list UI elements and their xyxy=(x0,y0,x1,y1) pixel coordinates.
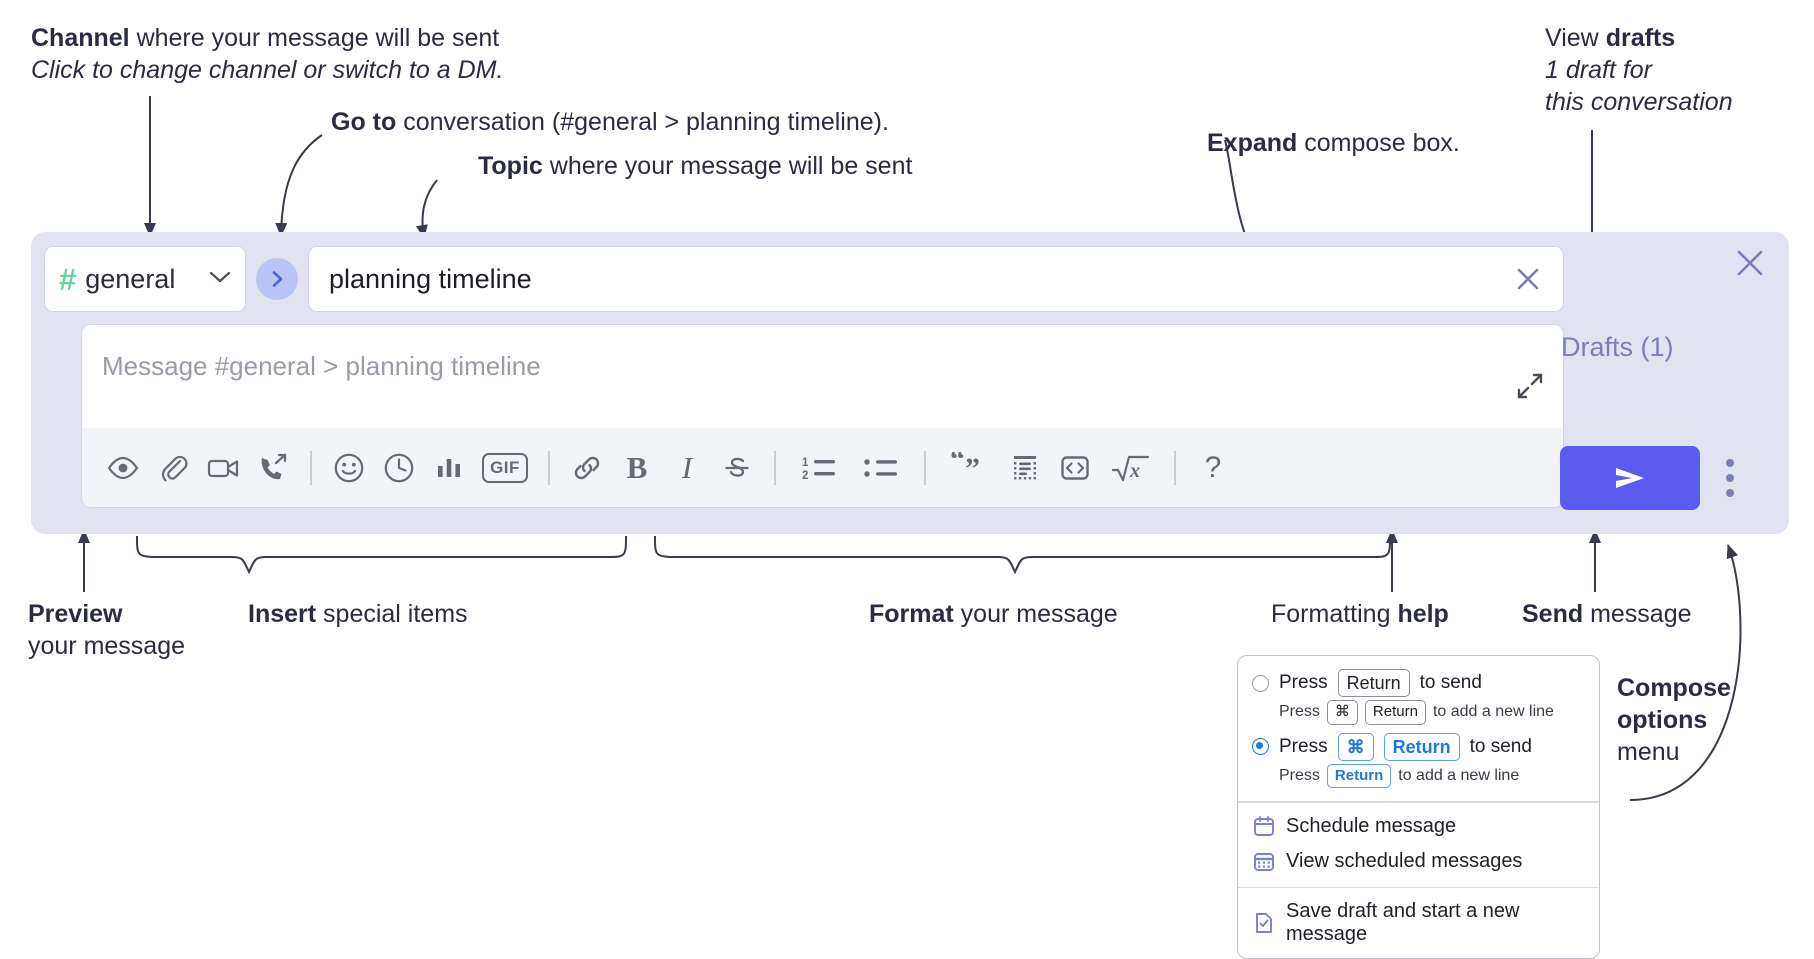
drafts-link[interactable]: Drafts (1) xyxy=(1561,332,1674,362)
separator-4 xyxy=(924,450,926,485)
channel-name-label: general xyxy=(85,263,176,294)
calendar-icon xyxy=(1253,815,1275,837)
clock-icon[interactable] xyxy=(374,443,424,493)
keycap-return: Return xyxy=(1364,700,1426,725)
compose-panel: # general planning timeline Message #gen… xyxy=(31,232,1789,534)
radio-option-0-hint: Press ⌘ Return to add a new line xyxy=(1238,699,1599,729)
chevron-down-icon xyxy=(209,270,231,289)
annotation-formatting-help: Formatting help xyxy=(1271,600,1449,628)
kebab-menu-icon xyxy=(1726,459,1734,467)
calendar-grid-icon xyxy=(1253,850,1275,872)
menu-divider-2 xyxy=(1238,886,1599,889)
bold-button[interactable]: B xyxy=(612,443,662,493)
compose-options-menu: Press Return to send Press ⌘ Return to a… xyxy=(1237,655,1600,959)
radio-button[interactable] xyxy=(1252,674,1269,692)
message-compose-card: Message #general > planning timeline xyxy=(81,324,1564,508)
svg-text:1: 1 xyxy=(802,457,809,469)
channel-selector[interactable]: # general xyxy=(44,246,246,312)
expand-diagonal-icon[interactable] xyxy=(1515,371,1545,406)
send-paper-plane-icon xyxy=(1616,468,1644,488)
annotation-expand: Expand compose box. xyxy=(1207,129,1460,157)
radio-button-selected[interactable] xyxy=(1252,738,1269,756)
hash-icon: # xyxy=(59,261,77,297)
formatting-toolbar: GIF B I 1 2 xyxy=(82,428,1563,507)
goto-conversation-button[interactable] xyxy=(256,258,298,300)
annotation-drafts: View drafts 1 draft for this conversatio… xyxy=(1545,24,1733,116)
separator-1 xyxy=(310,450,312,485)
italic-icon: I xyxy=(681,449,693,485)
bold-icon: B xyxy=(626,449,648,485)
svg-text:”: ” xyxy=(965,452,980,484)
keycap-command: ⌘ xyxy=(1337,732,1374,761)
formatting-help-button[interactable]: ? xyxy=(1188,443,1238,493)
code-block-icon[interactable] xyxy=(1000,443,1050,493)
smiley-icon[interactable] xyxy=(324,443,374,493)
menu-item-label: Schedule message xyxy=(1286,814,1457,837)
keycap-return: Return xyxy=(1383,732,1460,761)
annotation-goto: Go to conversation (#general > planning … xyxy=(331,108,889,136)
numbered-list-icon[interactable]: 1 2 xyxy=(788,443,850,493)
topic-input[interactable]: planning timeline xyxy=(308,246,1564,312)
annotation-format: Format your message xyxy=(869,600,1118,628)
radio-option-return-to-send[interactable]: Press Return to send xyxy=(1238,666,1599,699)
question-mark-icon: ? xyxy=(1204,450,1222,484)
menu-item-schedule-message[interactable]: Schedule message xyxy=(1238,809,1599,844)
close-compose-button[interactable] xyxy=(1733,246,1767,285)
compose-options-button[interactable] xyxy=(1717,452,1743,504)
preview-button[interactable] xyxy=(98,443,148,493)
annotation-topic: Topic where your message will be sent xyxy=(478,152,913,180)
phone-forward-icon[interactable] xyxy=(248,443,298,493)
bulleted-list-icon[interactable] xyxy=(850,443,912,493)
menu-item-save-draft[interactable]: Save draft and start a new message xyxy=(1238,894,1599,952)
close-icon[interactable] xyxy=(1509,260,1547,298)
video-camera-icon[interactable] xyxy=(198,443,248,493)
angle-brackets-icon[interactable] xyxy=(1050,443,1100,493)
svg-text:x: x xyxy=(1129,460,1140,482)
send-button[interactable] xyxy=(1560,446,1700,510)
svg-text:2: 2 xyxy=(802,470,808,482)
bar-chart-icon[interactable] xyxy=(424,443,474,493)
annotation-preview: Preview your message xyxy=(28,600,186,660)
link-icon[interactable] xyxy=(562,443,612,493)
annotation-insert: Insert special items xyxy=(248,600,468,628)
italic-button[interactable]: I xyxy=(662,443,712,493)
topic-value: planning timeline xyxy=(329,263,532,294)
keycap-return: Return xyxy=(1337,669,1410,698)
menu-item-view-scheduled-messages[interactable]: View scheduled messages xyxy=(1238,844,1599,879)
compose-header-row: # general planning timeline xyxy=(44,246,1564,312)
quote-icon[interactable]: “ ” xyxy=(938,443,1000,493)
radio-option-cmd-return-to-send[interactable]: Press ⌘ Return to send xyxy=(1238,730,1599,763)
square-root-x-icon[interactable]: x xyxy=(1100,443,1162,493)
menu-divider-1 xyxy=(1238,801,1599,803)
separator-3 xyxy=(774,450,776,485)
radio-option-1-hint: Press Return to add a new line xyxy=(1238,763,1599,793)
message-input-placeholder[interactable]: Message #general > planning timeline xyxy=(102,351,541,381)
gif-button[interactable]: GIF xyxy=(474,443,536,493)
annotation-send: Send message xyxy=(1522,600,1692,628)
chevron-right-icon xyxy=(272,271,283,287)
separator-2 xyxy=(548,450,550,485)
keycap-return: Return xyxy=(1326,763,1392,789)
gif-badge-icon: GIF xyxy=(482,452,528,483)
attach-file-button[interactable] xyxy=(148,443,198,493)
strikethrough-icon[interactable] xyxy=(712,443,762,493)
annotation-compose-options: Compose options menu xyxy=(1617,674,1731,766)
svg-text:“: “ xyxy=(950,452,965,476)
menu-item-label: View scheduled messages xyxy=(1286,849,1523,872)
document-check-icon xyxy=(1253,912,1275,934)
keycap-command: ⌘ xyxy=(1326,700,1358,725)
separator-5 xyxy=(1174,450,1176,485)
menu-item-label: Save draft and start a new message xyxy=(1286,900,1520,946)
annotation-channel: Channel where your message will be sent … xyxy=(31,24,504,84)
